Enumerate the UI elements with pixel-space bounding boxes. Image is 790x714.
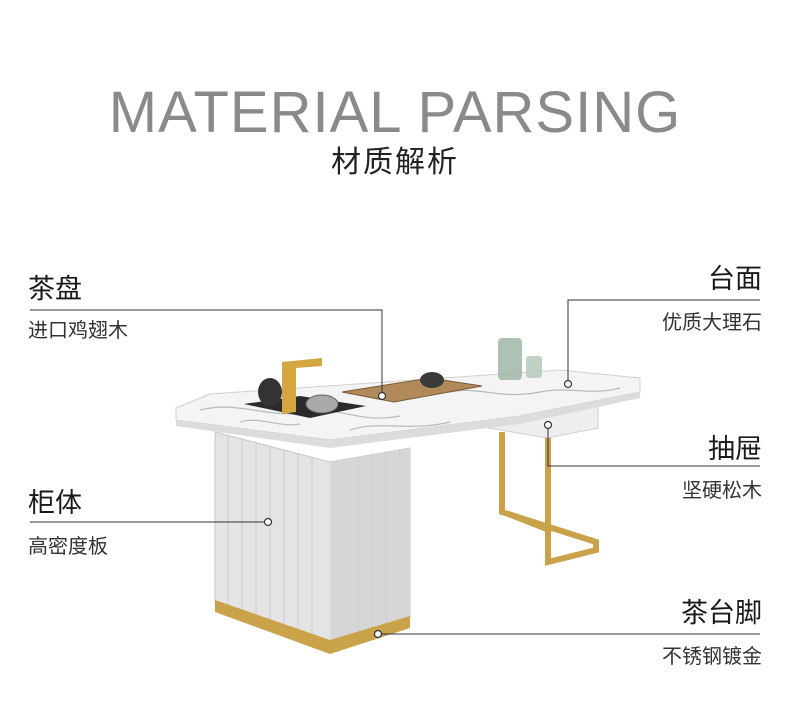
teapot-shape (420, 372, 444, 388)
callout-dots (263, 379, 573, 639)
title-chinese: 材质解析 (331, 145, 459, 180)
cabinet-title: 柜体 (28, 488, 82, 519)
callout-lines (30, 299, 760, 635)
tea-tray-title: 茶盘 (28, 274, 82, 305)
tea-tray-shape (341, 377, 483, 403)
tabletop-title: 台面 (708, 264, 762, 295)
faucet-shape (282, 358, 322, 414)
cabinet-body (214, 431, 411, 654)
legs-title: 茶台脚 (681, 598, 762, 629)
gold-leg-frame (499, 418, 599, 566)
drawer-title: 抽屉 (708, 434, 762, 465)
kettle-shape (258, 378, 339, 414)
tabletop-desc: 优质大理石 (662, 310, 762, 334)
legs-desc: 不锈钢镀金 (662, 644, 762, 668)
glass-vase-shape (498, 338, 542, 380)
title-english: MATERIAL PARSING (108, 80, 682, 145)
cabinet-desc: 高密度板 (28, 534, 108, 558)
drawer-desc: 坚硬松木 (682, 478, 762, 502)
tea-tray-desc: 进口鸡翅木 (28, 318, 128, 342)
marble-tabletop (175, 369, 641, 448)
